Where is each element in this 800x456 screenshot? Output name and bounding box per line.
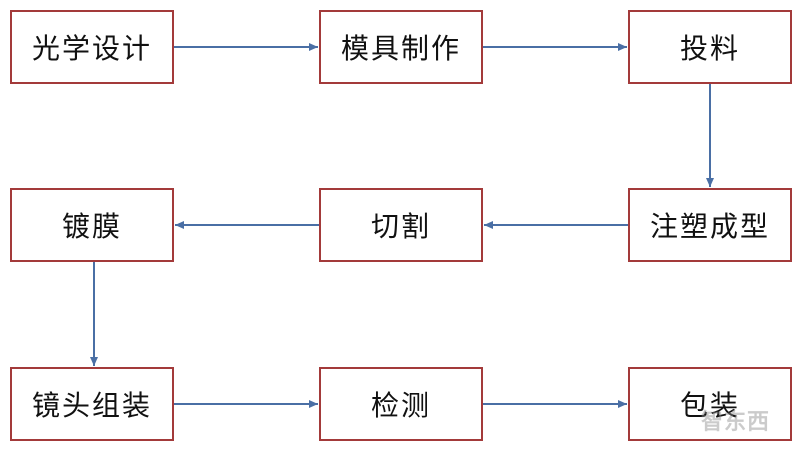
step-coating: 镀膜 xyxy=(10,188,174,262)
step-cutting: 切割 xyxy=(319,188,483,262)
step-optical-design: 光学设计 xyxy=(10,10,174,84)
step-mold-making: 模具制作 xyxy=(319,10,483,84)
step-injection-molding: 注塑成型 xyxy=(628,188,792,262)
step-label: 切割 xyxy=(370,210,431,243)
step-label: 模具制作 xyxy=(340,32,461,65)
watermark-logo: 智东西 xyxy=(700,410,770,435)
step-label: 注塑成型 xyxy=(649,210,770,243)
step-lens-assembly: 镜头组装 xyxy=(10,367,174,441)
step-material-feeding: 投料 xyxy=(628,10,792,84)
step-label: 镜头组装 xyxy=(31,389,152,422)
step-label: 光学设计 xyxy=(31,32,152,65)
step-label: 包装 xyxy=(679,389,740,422)
step-label: 镀膜 xyxy=(61,210,122,243)
step-label: 投料 xyxy=(679,32,740,65)
step-packaging: 包装 xyxy=(628,367,792,441)
step-inspection: 检测 xyxy=(319,367,483,441)
step-label: 检测 xyxy=(370,389,431,422)
